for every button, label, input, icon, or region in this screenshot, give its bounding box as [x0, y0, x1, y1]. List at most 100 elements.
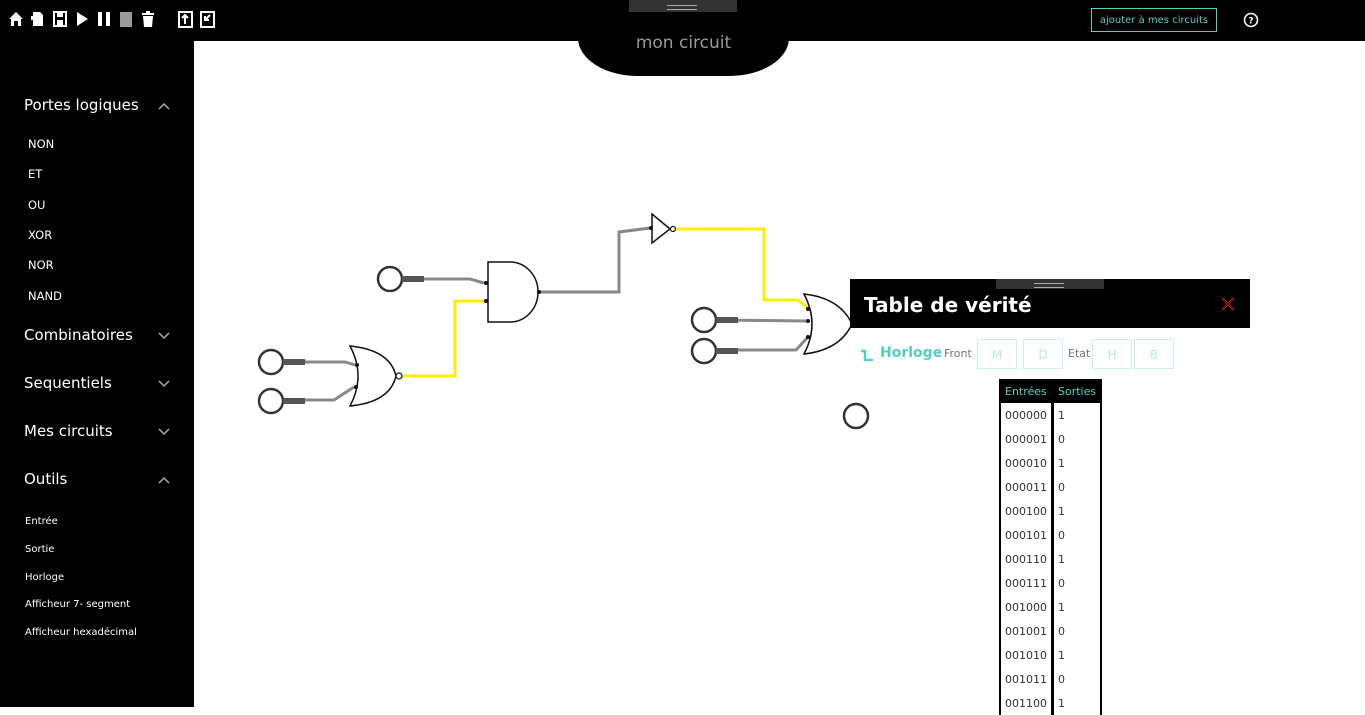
section-portes-logiques[interactable]: Portes logiques: [24, 96, 139, 114]
close-icon[interactable]: [1220, 296, 1236, 312]
play-icon[interactable]: [74, 10, 90, 28]
input-switch[interactable]: [257, 387, 305, 415]
inputs-header: Entrées: [999, 379, 1054, 403]
clock-label: Horloge: [880, 345, 943, 361]
toolbar-icons: [8, 10, 216, 28]
circuit-name-tab[interactable]: mon circuit: [578, 30, 789, 76]
wire[interactable]: [287, 226, 810, 402]
output-cell: 1: [1054, 547, 1103, 571]
input-cell: 000110: [999, 547, 1054, 571]
input-cell: 000011: [999, 475, 1054, 499]
panel-drag-handle[interactable]: [996, 279, 1104, 289]
nor-gate[interactable]: [348, 345, 403, 407]
state-b-button[interactable]: B: [1134, 339, 1174, 369]
gate-nand[interactable]: NAND: [28, 289, 62, 303]
output-cell: 0: [1054, 619, 1103, 643]
input-switch[interactable]: [690, 306, 738, 334]
front-m-button[interactable]: M: [977, 339, 1017, 369]
gate-ou[interactable]: OU: [28, 198, 46, 212]
input-cell: 000000: [999, 403, 1054, 427]
help-icon[interactable]: ?: [1243, 12, 1259, 28]
output-cell: 1: [1054, 403, 1103, 427]
clock-controls: Horloge Front M D Etat H B: [860, 339, 1180, 371]
tool-afficheur-hexadecimal[interactable]: Afficheur hexadécimal: [25, 627, 137, 638]
section-outils[interactable]: Outils: [24, 470, 68, 488]
save-icon[interactable]: [52, 10, 68, 28]
truth-table-header: Table de vérité: [850, 279, 1250, 328]
truth-table-title: Table de vérité: [864, 293, 1032, 317]
gate-xor[interactable]: XOR: [28, 228, 53, 242]
input-switch[interactable]: [257, 348, 305, 376]
input-cell: 001010: [999, 643, 1054, 667]
import-icon[interactable]: [200, 10, 216, 28]
output-cell: 1: [1054, 595, 1103, 619]
chevron-down-icon[interactable]: [158, 380, 170, 388]
clock-signal-icon: [861, 349, 873, 362]
truth-table-panel: Table de vérité Horloge Front M D Etat H…: [850, 279, 1250, 715]
add-to-my-circuits-button[interactable]: ajouter à mes circuits: [1091, 8, 1217, 32]
input-cell: 000101: [999, 523, 1054, 547]
front-d-button[interactable]: D: [1023, 339, 1063, 369]
stop-icon[interactable]: [118, 10, 134, 28]
tool-entree[interactable]: Entrée: [25, 516, 58, 527]
output-cell: 1: [1054, 691, 1103, 715]
output-cell: 0: [1054, 427, 1103, 451]
circuit-name: mon circuit: [635, 33, 732, 53]
not-gate[interactable]: [649, 212, 677, 245]
input-cell: 000010: [999, 451, 1054, 475]
gate-et[interactable]: ET: [28, 167, 43, 181]
state-h-button[interactable]: H: [1092, 339, 1132, 369]
panel-drag-handle[interactable]: [629, 0, 737, 12]
section-sequentiels[interactable]: Sequentiels: [24, 374, 112, 392]
output-cell: 0: [1054, 475, 1103, 499]
gate-nor[interactable]: NOR: [28, 258, 54, 272]
chevron-up-icon[interactable]: [158, 476, 170, 484]
delete-icon[interactable]: [140, 10, 156, 28]
input-cell: 001011: [999, 667, 1054, 691]
open-icon[interactable]: [30, 10, 46, 28]
input-cell: 000001: [999, 427, 1054, 451]
chevron-down-icon[interactable]: [158, 428, 170, 436]
outputs-header: Sorties: [1054, 379, 1103, 403]
svg-text:?: ?: [1248, 17, 1253, 27]
tool-afficheur-7-segment[interactable]: Afficheur 7- segment: [25, 599, 131, 610]
gate-non[interactable]: NON: [28, 137, 55, 151]
input-switch[interactable]: [690, 337, 738, 365]
tool-sortie[interactable]: Sortie: [25, 544, 55, 555]
section-mes-circuits[interactable]: Mes circuits: [24, 422, 113, 440]
chevron-up-icon[interactable]: [158, 102, 170, 110]
input-cell: 001001: [999, 619, 1054, 643]
front-label: Front: [944, 347, 972, 360]
output-cell: 0: [1054, 667, 1103, 691]
input-cell: 000100: [999, 499, 1054, 523]
output-cell: 1: [1054, 451, 1103, 475]
input-switch[interactable]: [376, 265, 424, 293]
tool-horloge[interactable]: Horloge: [25, 572, 65, 583]
output-cell: 0: [1054, 523, 1103, 547]
or-gate[interactable]: [802, 293, 853, 355]
chevron-down-icon[interactable]: [158, 332, 170, 340]
export-icon[interactable]: [178, 10, 194, 28]
output-cell: 1: [1054, 499, 1103, 523]
input-cell: 001100: [999, 691, 1054, 715]
input-cell: 000111: [999, 571, 1054, 595]
home-icon[interactable]: [8, 10, 24, 28]
section-combinatoires[interactable]: Combinatoires: [24, 326, 133, 344]
input-cell: 001000: [999, 595, 1054, 619]
state-label: Etat: [1068, 347, 1091, 360]
pause-icon[interactable]: [96, 10, 112, 28]
and-gate[interactable]: [484, 261, 541, 323]
output-cell: 1: [1054, 643, 1103, 667]
